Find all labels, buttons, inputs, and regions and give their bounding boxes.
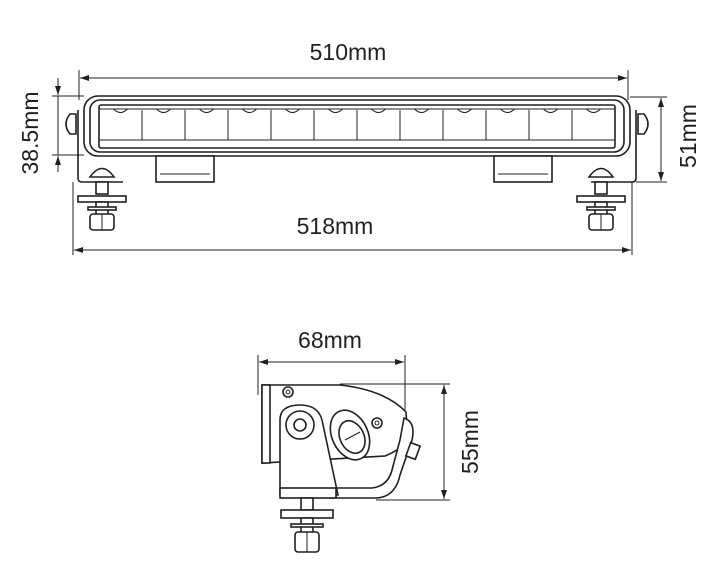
housing-bezel — [89, 99, 625, 153]
lens — [98, 104, 616, 149]
height-label: 55mm — [457, 410, 483, 474]
overall-length-label: 518mm — [297, 213, 374, 239]
led-reflector — [199, 108, 214, 113]
led-reflector — [543, 108, 558, 113]
led-reflector — [156, 108, 171, 113]
led-reflector — [500, 108, 515, 113]
mount-foot-right — [493, 155, 553, 183]
length-label: 510mm — [310, 39, 387, 65]
end-cap-right — [637, 113, 649, 135]
side-view: 68mm 55mm — [257, 327, 483, 553]
led-reflector — [328, 108, 343, 113]
led-reflector — [113, 108, 128, 113]
led-segments — [113, 108, 601, 140]
led-reflector — [242, 108, 257, 113]
lens-height-label: 38.5mm — [17, 91, 43, 174]
depth-label: 68mm — [298, 327, 362, 353]
rear-connector — [404, 441, 422, 461]
end-cap-left — [65, 113, 77, 135]
bracket-left — [77, 110, 123, 183]
mounting-bolt-right — [576, 167, 626, 231]
mounting-bolt-side — [280, 497, 334, 553]
led-reflector — [414, 108, 429, 113]
led-reflector — [371, 108, 386, 113]
rear-bracket — [329, 416, 414, 499]
mounting-bolt-left — [77, 167, 127, 231]
mount-base — [279, 487, 337, 499]
front-view: 510mm — [17, 39, 701, 255]
led-reflector — [285, 108, 300, 113]
led-reflector — [457, 108, 472, 113]
angle-adjuster — [329, 409, 371, 461]
led-reflector — [586, 108, 601, 113]
front-lens-edge — [261, 384, 271, 464]
pivot-knob — [285, 410, 315, 440]
mount-foot-left — [155, 155, 215, 183]
overall-height-label: 51mm — [675, 104, 701, 168]
